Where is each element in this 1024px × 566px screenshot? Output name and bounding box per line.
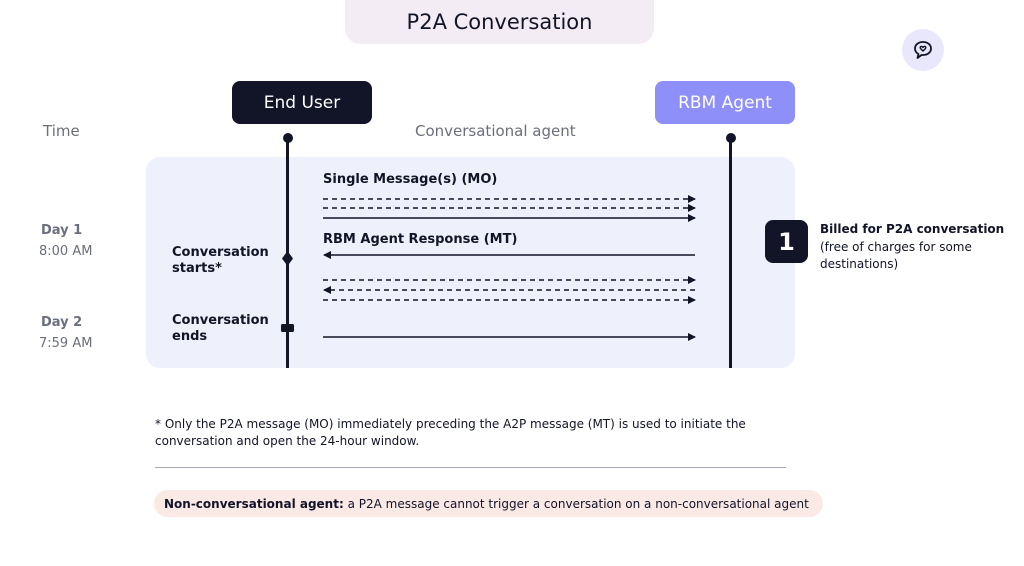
billing-title: Billed for P2A conversation — [820, 222, 1005, 236]
page-title: P2A Conversation — [345, 0, 654, 44]
conversation-end-marker — [281, 324, 294, 332]
mt-response-label: RBM Agent Response (MT) — [323, 232, 518, 247]
rbm-agent-lifeline — [729, 138, 732, 368]
page-title-text: P2A Conversation — [406, 10, 593, 34]
day2-label: Day 2 — [41, 315, 83, 330]
rbm-agent-label: RBM Agent — [678, 92, 772, 113]
conversation-start-marker — [282, 251, 293, 266]
rbm-agent-actor: RBM Agent — [655, 81, 795, 124]
time-column-label: Time — [43, 122, 80, 140]
day1-time: 8:00 AM — [39, 244, 93, 259]
conversation-ends-label: Conversation ends — [172, 313, 269, 344]
non-conversational-note: Non-conversational agent: a P2A message … — [154, 490, 823, 517]
sequence-panel — [146, 157, 795, 368]
note-bold-label: Non-conversational agent: — [164, 496, 344, 511]
footnote: * Only the P2A message (MO) immediately … — [155, 417, 746, 448]
chat-heart-icon — [902, 29, 944, 71]
conversation-starts-label: Conversation starts* — [172, 245, 269, 276]
note-text: a P2A message cannot trigger a conversat… — [343, 496, 809, 511]
day1-label: Day 1 — [41, 223, 83, 238]
end-user-actor: End User — [232, 81, 372, 124]
day2-time: 7:59 AM — [39, 336, 93, 351]
billing-number-badge: 1 — [765, 220, 808, 263]
billing-number: 1 — [778, 227, 795, 256]
divider — [155, 467, 786, 468]
mo-message-label: Single Message(s) (MO) — [323, 172, 498, 187]
conversational-agent-label: Conversational agent — [415, 122, 576, 140]
end-user-label: End User — [263, 92, 341, 113]
billing-detail: (free of charges for some destinations) — [820, 240, 972, 271]
